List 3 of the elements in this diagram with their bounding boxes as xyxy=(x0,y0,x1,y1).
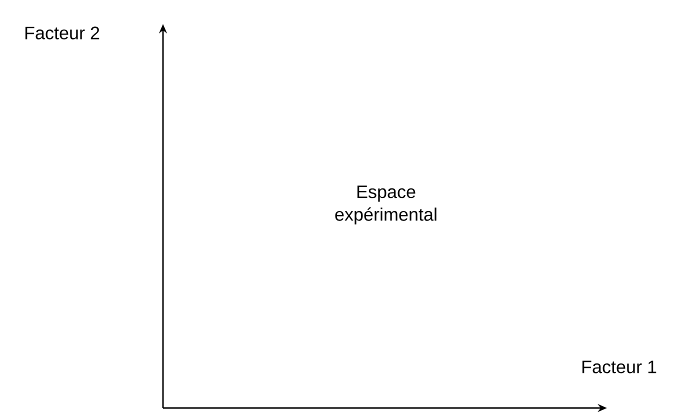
region-label: Espace expérimental xyxy=(335,186,436,224)
axis-label: Facteur 1 xyxy=(582,360,656,374)
axis-label: Facteur 2 xyxy=(25,26,100,40)
